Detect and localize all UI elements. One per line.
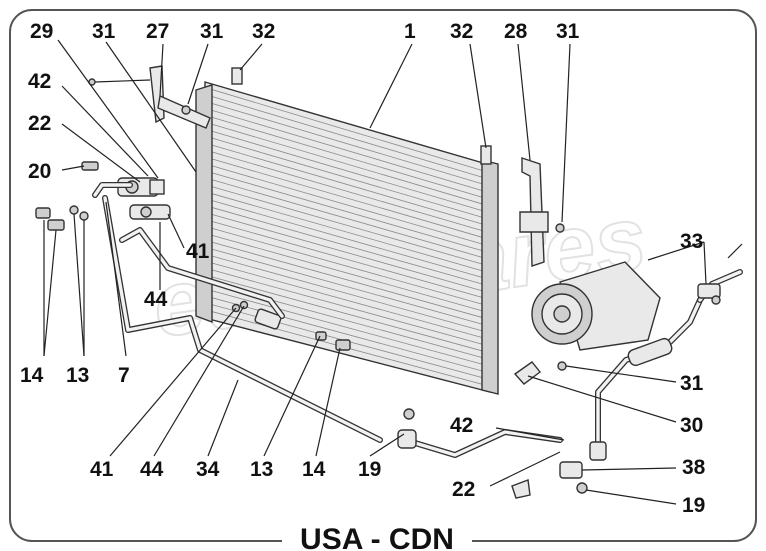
condenser-fin [209,248,487,326]
callout-22: 22 [28,112,51,135]
right-mounting-bracket [519,157,565,267]
condenser-fin [209,137,487,219]
callout-32: 32 [450,20,473,43]
condenser-fin [209,185,487,266]
condenser-fin [209,164,487,246]
callout-27: 27 [146,20,169,43]
callout-38: 38 [682,456,706,479]
callout-42: 42 [450,414,473,437]
condenser-fin [209,262,487,339]
callout-20: 20 [28,160,51,183]
condenser-fin [209,151,487,233]
condenser-fin [209,88,487,173]
condenser-fin [209,157,487,239]
condenser-fin [209,227,487,306]
callout-44: 44 [144,288,168,311]
callout-31: 31 [680,372,704,395]
callout-19: 19 [682,494,705,517]
condenser-fin [209,206,487,286]
condenser-fin [209,102,487,186]
condenser-fin [209,95,487,179]
condenser-fin [209,144,487,226]
callout-31: 31 [200,20,224,43]
condenser-fin [209,220,487,299]
callout-42: 42 [28,70,51,93]
callout-33: 33 [680,230,703,253]
bracket-top-left [231,67,243,85]
callout-30: 30 [680,414,703,437]
callout-14: 14 [20,364,44,387]
footer-caption: USA - CDN [300,523,454,551]
callout-41: 41 [90,458,114,481]
footer: USA - CDN [282,522,472,551]
callout-labels: 29 31 27 31 32 1 32 28 31 42 22 20 41 44… [20,20,706,517]
condenser-fin [209,275,487,353]
callout-13: 13 [250,458,273,481]
condenser-fin [209,296,487,373]
condenser-fin [209,213,487,293]
callout-31: 31 [556,20,580,43]
condenser-fin [209,116,487,199]
callout-28: 28 [504,20,528,43]
callout-41: 41 [186,240,210,263]
condenser-fin [209,289,487,366]
condenser-fin [209,171,487,253]
left-mounting-brackets [88,65,211,129]
condenser-fin [209,123,487,206]
callout-32: 32 [252,20,275,43]
fitting-33 [697,243,743,305]
condenser-fin [209,192,487,273]
callout-34: 34 [196,458,220,481]
callout-7: 7 [118,364,130,387]
callout-29: 29 [30,20,53,43]
callout-19: 19 [358,458,381,481]
leader-lines [43,39,707,505]
condenser-fin [209,109,487,193]
callout-1: 1 [404,20,416,43]
condenser-fin [209,234,487,313]
condenser-fin [209,199,487,279]
compressor [531,261,673,367]
callout-31: 31 [92,20,116,43]
condenser-fin [209,130,487,213]
callout-13: 13 [66,364,89,387]
callout-22: 22 [452,478,475,501]
condenser-fin [209,255,487,333]
callout-44: 44 [140,458,164,481]
condenser-fin [209,241,487,319]
condenser-fin [209,178,487,259]
bracket-top-right [480,145,492,165]
lower-fittings [397,361,607,499]
condenser-fin [209,269,487,346]
callout-14: 14 [302,458,326,481]
